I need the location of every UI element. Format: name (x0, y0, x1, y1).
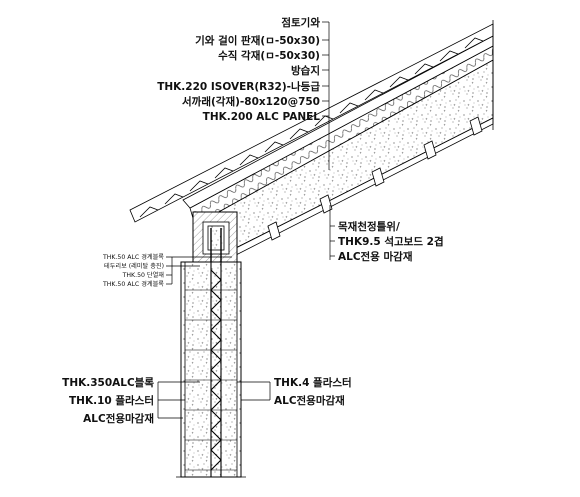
label-plaster-4: THK.4 플라스터 (274, 376, 352, 389)
label-alc-edge-block-2: THK.50 ALC 경계블록 (102, 280, 164, 288)
eave-labels: THK.50 ALC 경계블록 테두리보 (레미탈 충진) THK.50 단열재… (102, 253, 164, 288)
label-ceiling-finish: ALC전용 마감재 (338, 250, 412, 263)
label-alc-panel: THK.200 ALC PANEL (203, 111, 321, 123)
label-alc-block: THK.350ALC블록 (62, 377, 154, 389)
label-alc-finish-right: ALC전용마감재 (274, 394, 345, 407)
label-insulation-50: THK.50 단열재 (122, 271, 165, 279)
label-ring-beam: 테두리보 (레미탈 충진) (104, 262, 164, 270)
label-alc-edge-block-1: THK.50 ALC 경계블록 (102, 253, 164, 261)
wall-right-labels: THK.4 플라스터 ALC전용마감재 (274, 376, 352, 407)
label-tile-batten: 기와 걸이 판재(ㅁ-50x30) (195, 34, 320, 47)
wall-left-labels: THK.350ALC블록 THK.10 플라스터 ALC전용마감재 (62, 377, 154, 425)
roof-labels: 점토기와 기와 걸이 판재(ㅁ-50x30) 수직 각재(ㅁ-50x30) 방습… (157, 16, 320, 123)
label-clay-tile: 점토기와 (281, 16, 320, 29)
roof-assembly (129, 20, 494, 257)
label-plaster-10: THK.10 플라스터 (69, 394, 154, 407)
label-ceiling-frame: 목재천정틀위/ (338, 220, 400, 233)
label-counter-batten: 수직 각재(ㅁ-50x30) (218, 49, 320, 62)
label-gypsum-board: THK9.5 석고보드 2겹 (338, 235, 444, 248)
leader-lines (157, 21, 335, 419)
wall-rebar (210, 262, 222, 477)
eave-ring-beam (192, 211, 238, 263)
label-insulation: THK.220 ISOVER(R32)-나등급 (157, 80, 320, 93)
ceiling-labels: 목재천정틀위/ THK9.5 석고보드 2겹 ALC전용 마감재 (338, 220, 444, 263)
label-moisture-barrier: 방습지 (291, 64, 320, 77)
label-alc-finish-left: ALC전용마감재 (83, 412, 154, 425)
label-rafter: 서까래(각재)-80x120@750 (182, 95, 320, 108)
alc-wall (176, 261, 246, 478)
rafter-brackets (267, 116, 483, 241)
